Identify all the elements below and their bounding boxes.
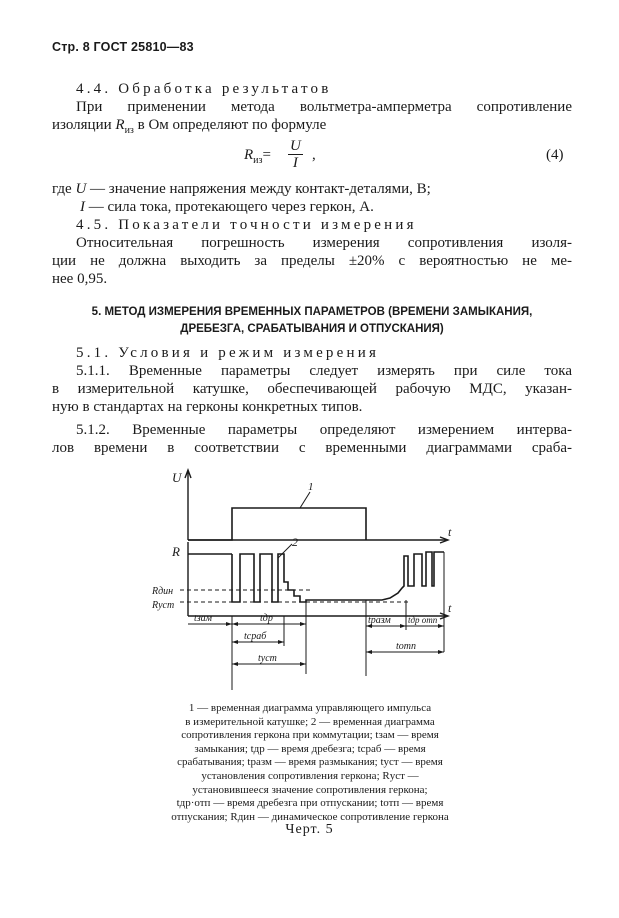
section-5-heading: 5. МЕТОД ИЗМЕРЕНИЯ ВРЕМЕННЫХ ПАРАМЕТРОВ …: [91, 306, 533, 335]
para-5-1-2-line2: лов времени в соответствии с временными …: [52, 440, 572, 456]
label-tdrotp: tдр отп: [408, 615, 438, 625]
para-5-1-1-line1: 5.1.1. Временные параметры следует измер…: [76, 363, 572, 379]
section-4-4-line1: При применении метода вольтметра-амперме…: [76, 99, 572, 115]
label-tsrab: tсраб: [244, 631, 267, 642]
label-rust: Rуст: [151, 600, 174, 611]
section-4-5-line2: ции не должна выходить за пределы ±20% с…: [52, 253, 572, 269]
where-line2: I — сила тока, протекающего через геркон…: [80, 199, 374, 215]
where-line1: где U — значение напряжения между контак…: [52, 181, 431, 197]
para-5-1-1-line2: в измерительной катушке, обеспечивающей …: [52, 381, 572, 397]
label-t-top: t: [448, 525, 452, 539]
para-5-1-2-line1: 5.1.2. Временные параметры определяют из…: [76, 422, 572, 438]
formula-comma: ,: [312, 147, 316, 163]
label-tzam: tзам: [194, 613, 213, 624]
para-5-1-1-line3: ную в стандартах на герконы конкретных т…: [52, 399, 363, 415]
section-4-5-title: 4.5. Показатели точности измерения: [76, 217, 417, 233]
label-one: 1: [308, 481, 314, 493]
formula-4: Rиз= U I , (4): [0, 136, 619, 176]
timing-diagram: U t 1 2 R Rдин Rуст t tзам tдр tсраб tус…: [151, 468, 452, 690]
label-two: 2: [292, 535, 298, 549]
section-4-4-title: 4.4. Обработка результатов: [76, 81, 332, 97]
section-4-5-line1: Относительная погрешность измерения сопр…: [76, 235, 572, 251]
figure-caption: 1 — временная диаграмма управляющего имп…: [171, 702, 449, 823]
label-trazm: tразм: [368, 615, 391, 626]
section-5-1-title: 5.1. Условия и режим измерения: [76, 345, 380, 361]
formula-fraction: U I: [288, 138, 303, 171]
resistance-trace: [231, 551, 444, 603]
section-4-5-line3: нее 0,95.: [52, 271, 108, 287]
control-pulse: [188, 507, 367, 541]
formula-number: (4): [546, 147, 564, 163]
label-totp: tотп: [396, 641, 416, 652]
label-r: R: [171, 544, 180, 559]
label-u: U: [172, 470, 183, 485]
page-header: Стр. 8 ГОСТ 25810—83: [52, 40, 194, 54]
formula-expression: Rиз=: [244, 147, 271, 166]
section-4-4-line2: изоляции Rиз в Ом определяют по формуле: [52, 117, 327, 136]
label-t-bottom: t: [448, 601, 452, 615]
figure-title: Черт. 5: [285, 822, 334, 837]
label-rdin: Rдин: [151, 586, 173, 597]
label-tust: tуст: [258, 653, 277, 664]
label-tdr: tдр: [260, 613, 273, 624]
